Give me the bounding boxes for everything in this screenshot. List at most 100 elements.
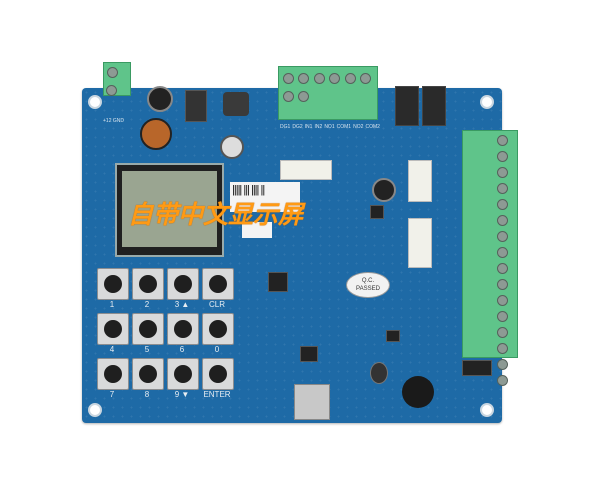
key-clr[interactable] [202,268,234,300]
terminal-label: IN1 [304,124,313,130]
header-connector [280,160,332,180]
key-4[interactable] [97,313,129,345]
key-cap [104,275,122,293]
mounting-hole [480,95,494,109]
ic-chip [300,346,318,362]
screw-icon [344,73,356,84]
key-label: 0 [214,345,220,354]
qc-line: PASSED [356,286,380,292]
mounting-hole [88,403,102,417]
key-label: 4 [109,345,115,354]
key-cap [209,275,227,293]
pin-header [462,360,492,376]
key-label: 1 [109,300,115,309]
screw-icon [497,199,508,210]
screw-icon [283,73,294,84]
screw-icon [107,67,118,78]
screw-icon [497,343,508,354]
key-cap [139,320,157,338]
screw-icon [497,231,508,242]
screw-icon [497,215,508,226]
screw-icon [313,73,325,84]
key-label: 9 ▼ [174,390,190,399]
side-terminal-block [462,130,518,386]
key-cap [139,365,157,383]
key-3-up[interactable] [167,268,199,300]
screw-icon [298,73,310,84]
capacitor [220,135,244,159]
terminal-label: NO1 [324,124,335,130]
key-label: ENTER [203,390,231,399]
qc-passed-sticker: Q.C. PASSED [346,272,390,298]
terminal-label: IN2 [314,124,323,130]
lcd-display [115,163,224,257]
key-2[interactable] [132,268,164,300]
ic-chip [370,205,384,219]
io-terminal-block [278,66,378,120]
terminal-label: COM1 [336,124,352,130]
header-connector [408,160,432,202]
terminal-label: COM2 [365,124,380,130]
key-cap [174,320,192,338]
screw-icon [497,279,508,290]
regulator-chip [185,90,207,122]
key-0[interactable] [202,313,234,345]
screw-icon [497,135,508,146]
key-label: 5 [144,345,150,354]
barcode: ||||| ||| |||| || [232,184,265,196]
screw-icon [497,263,508,274]
key-enter[interactable] [202,358,234,390]
toroid-inductor [140,118,172,150]
capacitor [372,178,396,202]
power-terminal-block [103,62,131,96]
key-cap [139,275,157,293]
key-label: 8 [144,390,150,399]
overlay-caption: 自带中文显示屏 [128,200,304,229]
usb-port [294,384,330,420]
io-terminal-labels: DG1 DG2 IN1 IN2 NO1 COM1 NO2 COM2 [280,124,380,130]
capacitor [147,86,173,112]
ic-chip [386,330,400,342]
screw-icon [283,91,294,102]
relay [422,86,446,126]
terminal-label: DG1 [280,124,291,130]
crystal [370,362,388,384]
keypad: 1 2 3 ▲ CLR 4 5 6 0 7 8 9 ▼ ENTER [97,268,237,399]
screw-icon [329,73,341,84]
screw-icon [106,85,117,96]
mounting-hole [480,403,494,417]
key-8[interactable] [132,358,164,390]
screw-icon [360,73,372,84]
key-cap [174,275,192,293]
relay [395,86,419,126]
key-cap [209,320,227,338]
sticker [242,222,272,238]
key-label: 7 [109,390,115,399]
key-6[interactable] [167,313,199,345]
mounting-hole [88,95,102,109]
screw-icon [497,359,508,370]
key-7[interactable] [97,358,129,390]
screw-icon [298,91,310,102]
key-1[interactable] [97,268,129,300]
power-terminal-label: +12 GND [103,118,124,124]
key-label: 2 [144,300,150,309]
screw-icon [497,311,508,322]
terminal-label: NO2 [353,124,364,130]
ic-chip [268,272,288,292]
key-cap [104,320,122,338]
key-cap [209,365,227,383]
screw-icon [497,375,508,386]
terminal-label: DG2 [292,124,303,130]
screw-icon [497,247,508,258]
key-label: CLR [208,300,225,309]
key-9-down[interactable] [167,358,199,390]
screw-icon [497,151,508,162]
key-cap [104,365,122,383]
lcd-screen [122,171,217,247]
key-5[interactable] [132,313,164,345]
inductor [223,92,249,116]
header-connector [408,218,432,268]
key-label: 6 [179,345,185,354]
screw-icon [497,327,508,338]
